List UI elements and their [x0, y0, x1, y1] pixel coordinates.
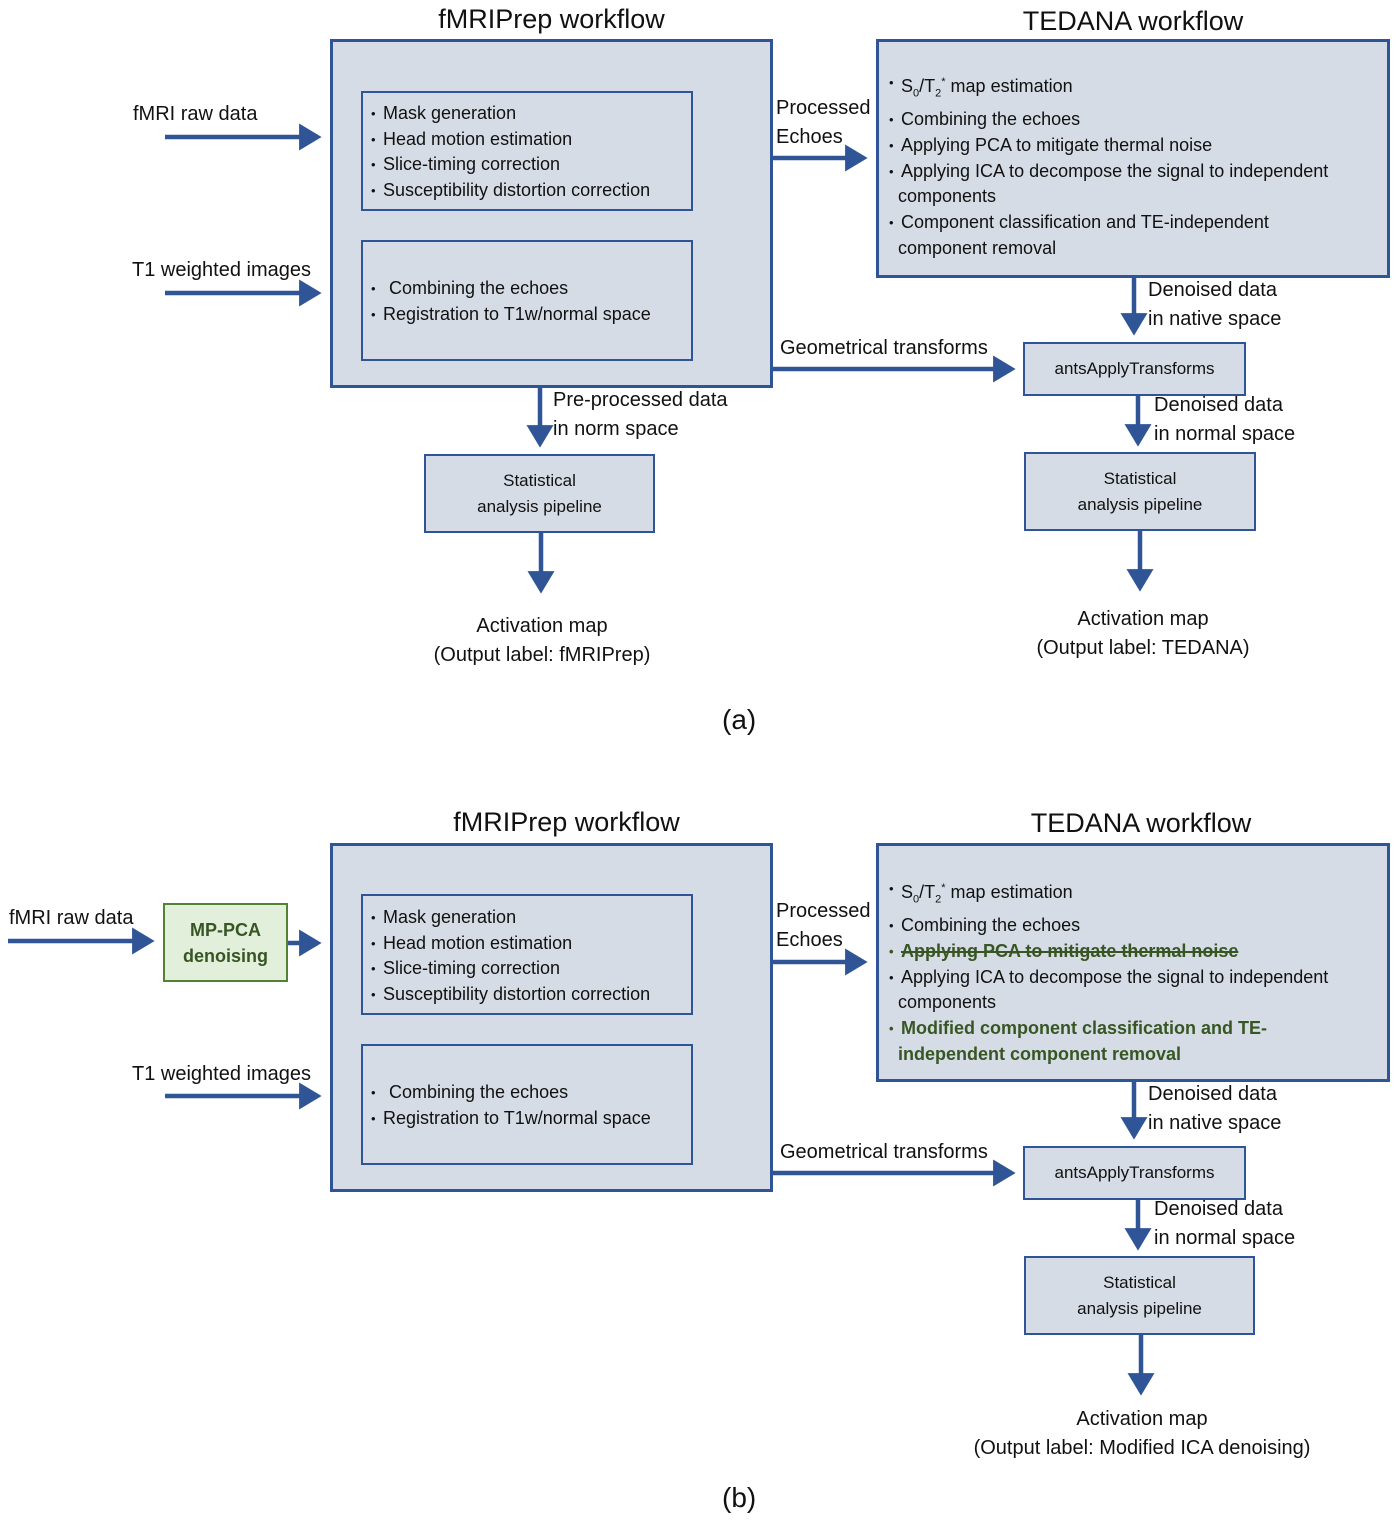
tedana-step-s0-t2: S0/T2* map estimation — [887, 876, 1387, 913]
ants-apply-transforms-box-b: antsApplyTransforms — [1023, 1146, 1246, 1200]
tedana-step-combine: Combining the echoes — [887, 913, 1387, 939]
fmriprep-title-b: fMRIPrep workflow — [453, 807, 680, 837]
geometrical-transforms-label-a: Geometrical transforms — [780, 337, 988, 359]
fmriprep-preprocessing-box-a: Mask generation Head motion estimation S… — [361, 91, 693, 211]
tedana-title-b: TEDANA workflow — [1030, 808, 1252, 838]
step-head-motion: Head motion estimation — [369, 931, 691, 957]
tedana-step-ica: Applying ICA to decompose the signal to … — [887, 965, 1387, 1016]
tedana-step-s0-t2: S0/T2* map estimation — [887, 70, 1387, 107]
tedana-step-modified-classification: Modified component classification and TE… — [887, 1016, 1387, 1067]
caption-a: (a) — [722, 704, 757, 735]
fmriprep-preprocessing-box-b: Mask generation Head motion estimation S… — [361, 894, 693, 1015]
tedana-workflow-box-a: S0/T2* map estimation Combining the echo… — [876, 39, 1390, 278]
tedana-step-ica: Applying ICA to decompose the signal to … — [887, 159, 1387, 210]
activation-map-b: Activation map(Output label: Modified IC… — [973, 1408, 1311, 1459]
fmri-raw-label-b: fMRI raw data — [9, 907, 134, 929]
step-slice-timing: Slice-timing correction — [369, 152, 691, 178]
tedana-title-a: TEDANA workflow — [1022, 6, 1244, 36]
step-head-motion: Head motion estimation — [369, 127, 691, 153]
fmriprep-registration-box-a: Combining the echoes Registration to T1w… — [361, 240, 693, 361]
tedana-workflow-box-b: S0/T2* map estimation Combining the echo… — [876, 843, 1390, 1082]
step-mask-generation: Mask generation — [369, 101, 691, 127]
geometrical-transforms-label-b: Geometrical transforms — [780, 1141, 988, 1163]
processed-label-a: Processed — [776, 97, 871, 119]
tedana-step-classification: Component classification and TE-independ… — [887, 210, 1387, 261]
processed-label-b: Processed — [776, 900, 871, 922]
step-combining-echoes: Combining the echoes — [369, 276, 691, 302]
step-slice-timing: Slice-timing correction — [369, 956, 691, 982]
step-combining-echoes: Combining the echoes — [369, 1080, 691, 1106]
step-registration: Registration to T1w/normal space — [369, 302, 691, 328]
t1-label-a: T1 weighted images — [132, 259, 311, 281]
t1-label-b: T1 weighted images — [132, 1063, 311, 1085]
echoes-label-a: Echoes — [776, 126, 843, 148]
activation-map-left-a: Activation map(Output label: fMRIPrep) — [433, 615, 651, 666]
step-susceptibility: Susceptibility distortion correction — [369, 178, 691, 204]
step-registration: Registration to T1w/normal space — [369, 1106, 691, 1132]
fmriprep-registration-box-b: Combining the echoes Registration to T1w… — [361, 1044, 693, 1165]
step-mask-generation: Mask generation — [369, 905, 691, 931]
fmriprep-title-a: fMRIPrep workflow — [438, 4, 665, 34]
activation-map-right-a: Activation map(Output label: TEDANA) — [1036, 608, 1250, 659]
tedana-step-pca: Applying PCA to mitigate thermal noise — [887, 133, 1387, 159]
echoes-label-b: Echoes — [776, 929, 843, 951]
tedana-step-combine: Combining the echoes — [887, 107, 1387, 133]
step-susceptibility: Susceptibility distortion correction — [369, 982, 691, 1008]
caption-b: (b) — [722, 1482, 757, 1513]
fmri-raw-label-a: fMRI raw data — [133, 103, 258, 125]
ants-apply-transforms-box-a: antsApplyTransforms — [1023, 342, 1246, 396]
tedana-step-pca-removed: Applying PCA to mitigate thermal noise — [887, 939, 1387, 965]
